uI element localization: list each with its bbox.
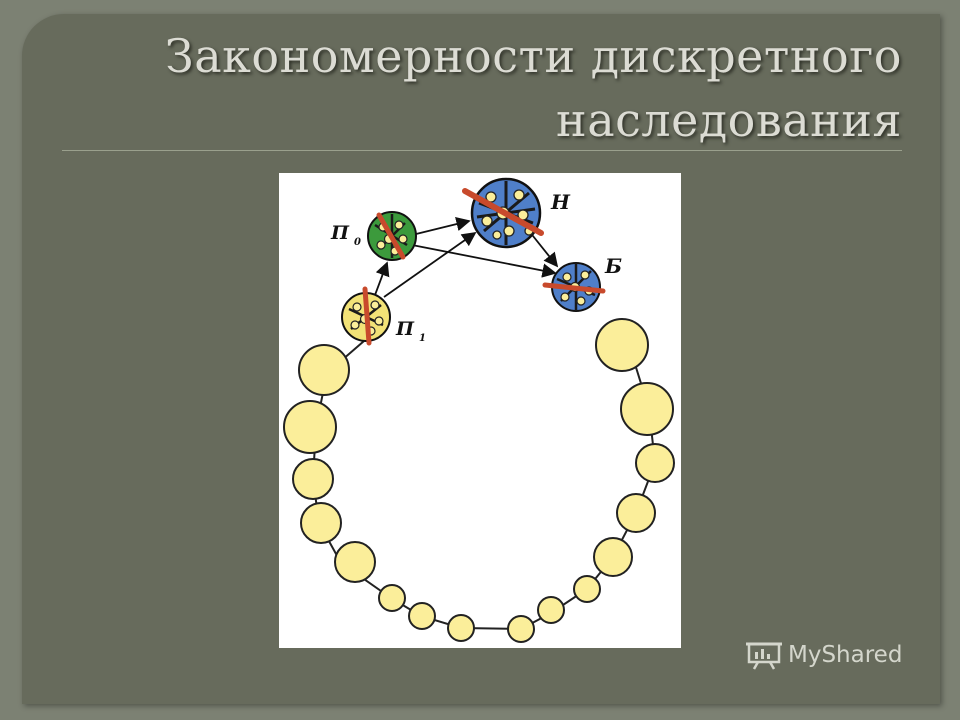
- arrow-p0-b: [411, 244, 557, 278]
- label-h: Н: [550, 190, 571, 214]
- node-p0: [367, 211, 417, 261]
- bead-chain: [283, 318, 675, 643]
- label-p0: П: [330, 222, 350, 244]
- bead: [334, 541, 376, 583]
- label-p1: П: [395, 318, 415, 340]
- mystared-watermark: MyShared: [746, 640, 902, 670]
- arrows: [374, 217, 559, 298]
- bead: [507, 615, 535, 643]
- bead: [298, 344, 350, 396]
- node-p1: [341, 286, 391, 346]
- arrow-h-b: [528, 230, 559, 268]
- title-line-2: наследования: [556, 93, 902, 147]
- bead: [537, 596, 565, 624]
- slide-title: Закономерности дискретного наследования: [62, 24, 902, 152]
- node-h: [462, 177, 544, 249]
- bead: [408, 602, 436, 630]
- bead: [283, 400, 337, 454]
- bead: [378, 584, 406, 612]
- label-p1-sub: 1: [419, 333, 426, 344]
- node-b: [542, 262, 606, 312]
- arrow-p1-p0: [374, 261, 390, 296]
- bead: [300, 502, 342, 544]
- label-b: Б: [604, 254, 622, 278]
- title-line-1: Закономерности дискретного: [165, 29, 902, 83]
- evolution-diagram: П 0 П 1 Н Б: [279, 173, 681, 648]
- watermark-text: MyShared: [788, 642, 903, 668]
- bead: [593, 537, 633, 577]
- presentation-icon: [746, 642, 782, 670]
- bead: [573, 575, 601, 603]
- diagram-svg: П 0 П 1 Н Б: [283, 177, 675, 643]
- slide-panel: Закономерности дискретного наследования: [22, 14, 940, 704]
- bead: [595, 318, 649, 372]
- label-p0-sub: 0: [354, 237, 361, 248]
- bead-chain-links: [311, 340, 657, 631]
- bead: [620, 382, 674, 436]
- bead: [616, 493, 656, 533]
- bead: [292, 458, 334, 500]
- arrow-p0-h: [411, 217, 471, 236]
- bead: [447, 614, 475, 642]
- title-divider: [62, 150, 902, 151]
- arrow-p1-h: [383, 231, 477, 298]
- bead: [635, 443, 675, 483]
